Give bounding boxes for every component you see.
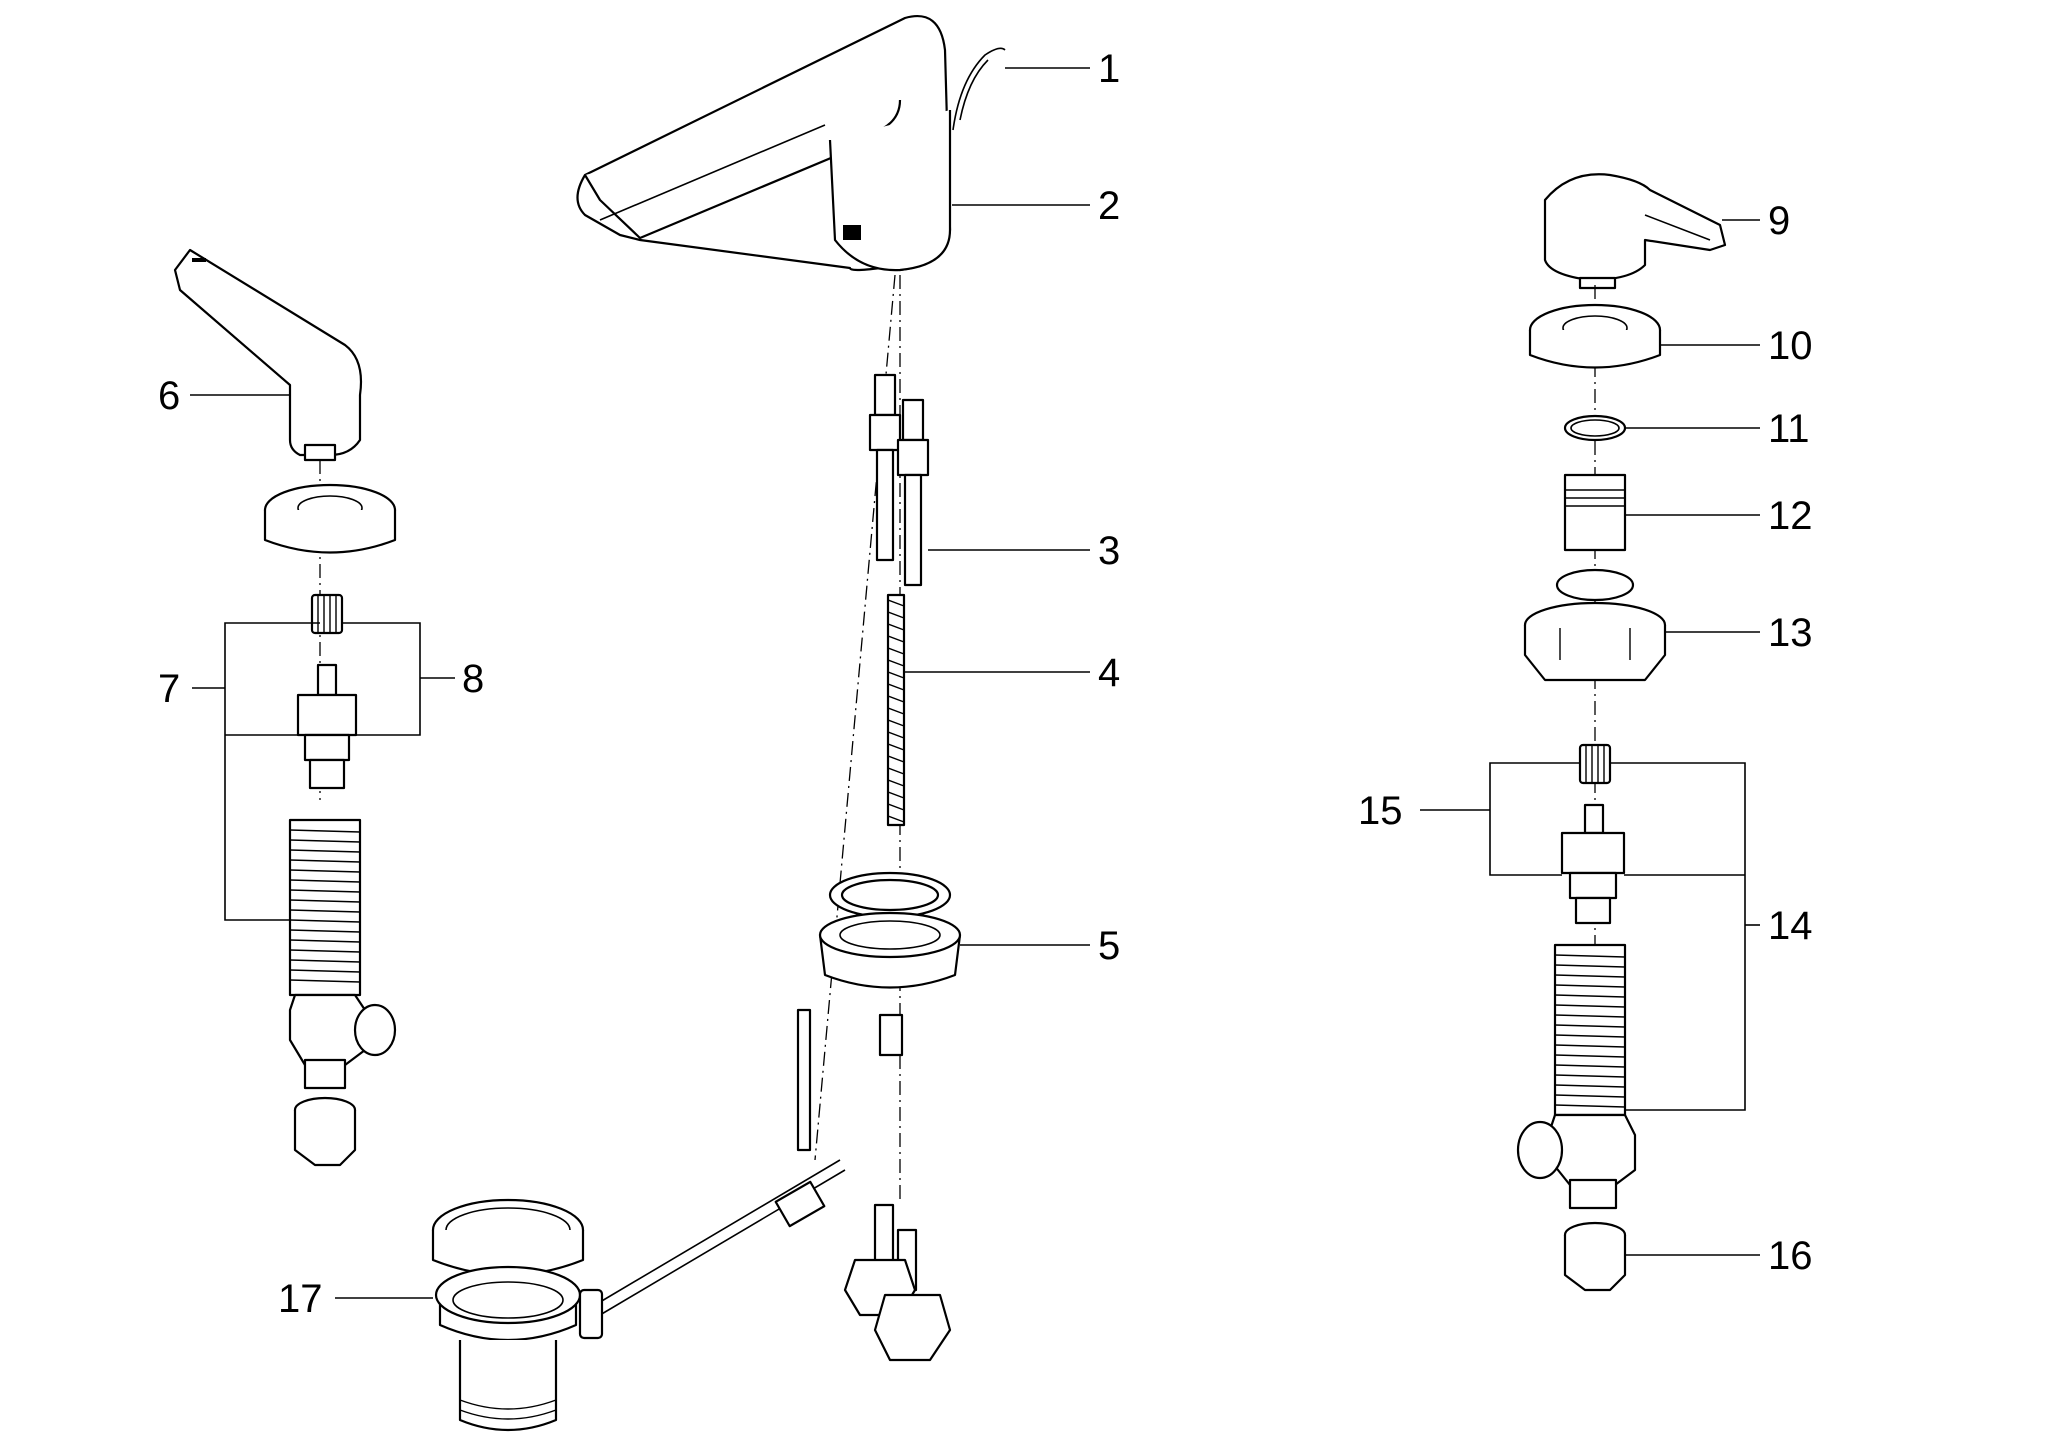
part-12-sleeve (1563, 473, 1627, 552)
callout-11: 11 (1768, 407, 1810, 451)
callout-7: 7 (158, 667, 180, 711)
callout-9: 9 (1768, 199, 1790, 243)
popup-rod (594, 1008, 846, 1316)
part-16-compression-nut (1563, 1221, 1627, 1292)
callout-14: 14 (1768, 904, 1813, 948)
part-1-cable (952, 47, 1006, 131)
part-11-o-ring (1563, 414, 1627, 442)
part-6-left-handle (173, 248, 363, 462)
callout-17: 17 (278, 1277, 323, 1321)
part-17-drain (431, 1198, 604, 1432)
callout-8: 8 (462, 657, 484, 701)
part-10-rosette (1528, 303, 1662, 369)
callout-10: 10 (1768, 324, 1813, 368)
callout-6: 6 (158, 374, 180, 418)
part-5-mounting-rings (818, 871, 962, 1057)
callout-4: 4 (1098, 651, 1120, 695)
part-9-right-handle (1543, 173, 1727, 290)
callout-3: 3 (1098, 529, 1120, 573)
part-4-threaded-rod (886, 593, 906, 827)
part-2-spout-body (576, 15, 952, 272)
callout-13: 13 (1768, 611, 1813, 655)
callout-16: 16 (1768, 1234, 1813, 1278)
part-3-hoses (868, 373, 930, 587)
left-cartridge (296, 593, 358, 790)
callout-15: 15 (1358, 789, 1403, 833)
callout-12: 12 (1768, 494, 1813, 538)
leader-lines (190, 67, 1760, 1299)
hose-end-fittings (843, 1203, 952, 1362)
left-rosette (263, 483, 397, 554)
callout-5: 5 (1098, 924, 1120, 968)
callout-labels: 1 2 3 4 5 6 7 8 9 10 11 12 13 14 15 16 1… (158, 47, 1813, 1321)
right-cartridge (1560, 743, 1626, 925)
right-valve-body (1516, 943, 1637, 1210)
left-compression-nut (293, 1096, 357, 1167)
callout-2: 2 (1098, 184, 1120, 228)
part-13-nut (1523, 568, 1667, 682)
left-valve-body (288, 818, 397, 1090)
callout-1: 1 (1098, 47, 1120, 91)
